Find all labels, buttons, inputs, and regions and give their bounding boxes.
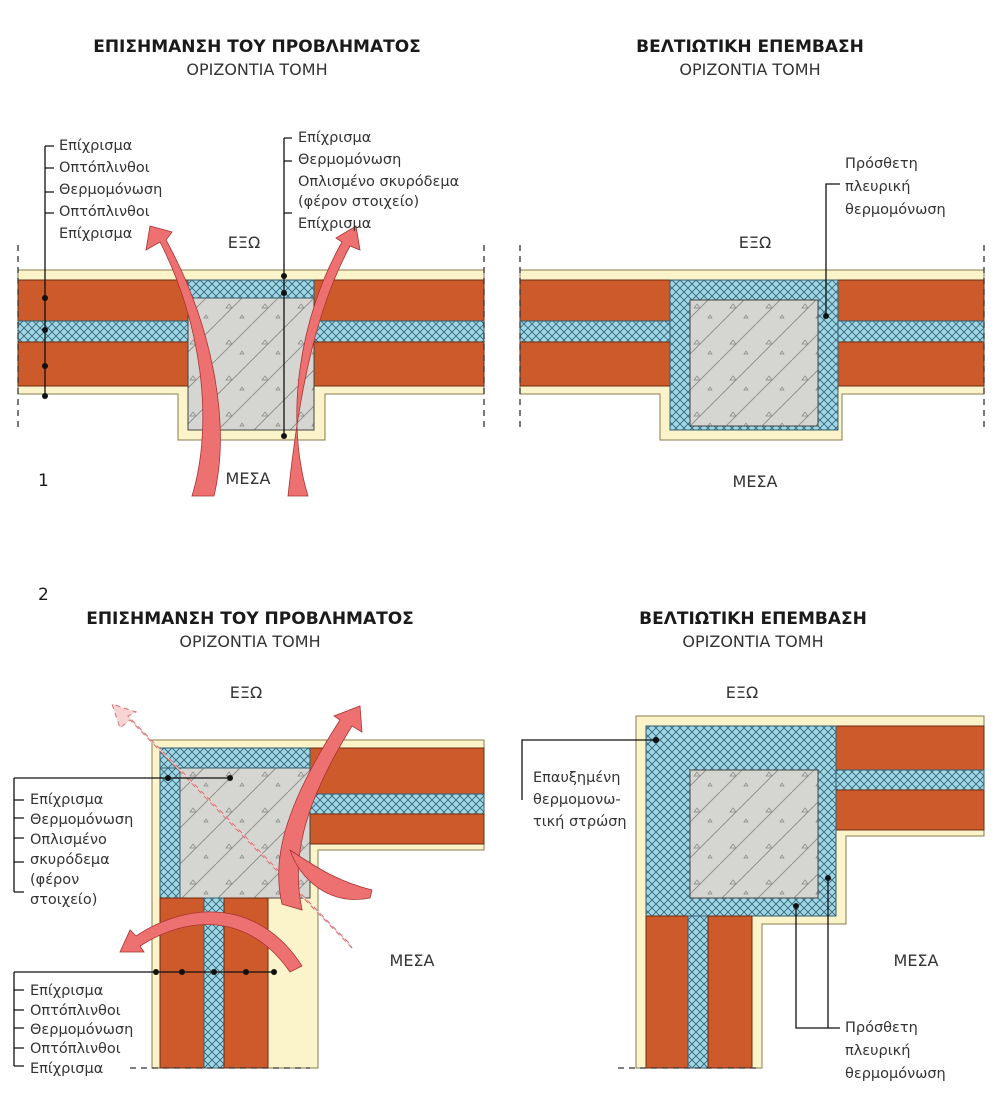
label-concrete: Οπλισμένο σκυρόδεμα [298, 174, 459, 190]
label-insulation: Θερμομόνωση [59, 182, 162, 198]
column-layer-labels: Επίχρισμα Θερμομόνωση Οπλισμένο σκυρόδεμ… [30, 792, 133, 908]
heat-flow-arrow [145, 225, 361, 497]
label-plaster: Επίχρισμα [59, 138, 132, 154]
svg-text:Επίχρισμα: Επίχρισμα [30, 792, 103, 808]
panel-subtitle: ΟΡΙΖΟΝΤΙΑ ΤΟΜΗ [179, 632, 320, 651]
svg-text:Οπλισμένο: Οπλισμένο [30, 832, 107, 848]
svg-text:θερμομόνωση: θερμομόνωση [845, 202, 946, 218]
increased-layer-label: Επαυξημένη θερμομονω- τική στρώση [533, 770, 627, 830]
outside-label: ΕΞΩ [726, 683, 758, 702]
figure-number: 2 [38, 585, 49, 605]
wall-layer-labels: Επίχρισμα Οπτόπλινθοι Θερμομόνωση Οπτόπλ… [30, 983, 133, 1077]
label-plaster: Επίχρισμα [298, 216, 371, 232]
panel-subtitle: ΟΡΙΖΟΝΤΙΑ ΤΟΜΗ [679, 60, 820, 79]
label-plaster: Επίχρισμα [298, 130, 371, 146]
svg-text:Πρόσθετη: Πρόσθετη [845, 156, 918, 172]
outside-label: ΕΞΩ [739, 233, 771, 252]
svg-text:σκυρόδεμα: σκυρόδεμα [30, 852, 110, 868]
svg-text:πλευρική: πλευρική [845, 179, 910, 195]
svg-text:Οπτόπλινθοι: Οπτόπλινθοι [30, 1003, 121, 1019]
inside-label: ΜΕΣΑ [894, 951, 939, 970]
svg-text:(φέρον: (φέρον [30, 872, 79, 888]
column-layer-labels: Επίχρισμα Θερμομόνωση Οπλισμένο σκυρόδεμ… [298, 130, 459, 232]
inside-label: ΜΕΣΑ [226, 469, 271, 488]
svg-text:στοιχείο): στοιχείο) [30, 892, 97, 908]
svg-text:τική στρώση: τική στρώση [533, 814, 627, 830]
svg-text:πλευρική: πλευρική [845, 1043, 910, 1059]
panel-title: ΕΠΙΣΗΜΑΝΣΗ ΤΟΥ ΠΡΟΒΛΗΜΑΤΟΣ [86, 609, 414, 629]
svg-text:Επίχρισμα: Επίχρισμα [30, 983, 103, 999]
inside-label: ΜΕΣΑ [390, 951, 435, 970]
inside-label: ΜΕΣΑ [733, 472, 778, 491]
wall-section [17, 245, 485, 441]
panel-title: ΒΕΛΤΙΩΤΙΚΗ ΕΠΕΜΒΑΣΗ [636, 37, 864, 57]
outside-label: ΕΞΩ [228, 233, 260, 252]
panel-subtitle: ΟΡΙΖΟΝΤΙΑ ΤΟΜΗ [186, 60, 327, 79]
label-insulation: Θερμομόνωση [298, 152, 401, 168]
panel-2-problem: 2 ΕΠΙΣΗΜΑΝΣΗ ΤΟΥ ΠΡΟΒΛΗΜΑΤΟΣ ΟΡΙΖΟΝΤΙΑ Τ… [13, 585, 485, 1077]
panel-1-solution: ΒΕΛΤΙΩΤΙΚΗ ΕΠΕΜΒΑΣΗ ΟΡΙΖΟΝΤΙΑ ΤΟΜΗ Πρόσθ… [519, 37, 985, 491]
svg-text:Επίχρισμα: Επίχρισμα [30, 1061, 103, 1077]
svg-text:θερμομονω-: θερμομονω- [533, 792, 621, 808]
corner-section [130, 739, 485, 1069]
side-insulation-label: Πρόσθετη πλευρική θερμομόνωση [845, 156, 946, 218]
figure-number: 1 [38, 471, 49, 491]
side-insulation-label: Πρόσθετη πλευρική θερμομόνωση [845, 1020, 946, 1082]
outside-label: ΕΞΩ [230, 683, 262, 702]
label-bricks: Οπτόπλινθοι [59, 160, 150, 176]
wall-layer-labels: Επίχρισμα Οπτόπλινθοι Θερμομόνωση Οπτόπλ… [59, 138, 162, 242]
svg-text:Θερμομόνωση: Θερμομόνωση [30, 812, 133, 828]
svg-text:θερμομόνωση: θερμομόνωση [845, 1066, 946, 1082]
corner-section [618, 715, 985, 1069]
panel-subtitle: ΟΡΙΖΟΝΤΙΑ ΤΟΜΗ [682, 632, 823, 651]
svg-text:Πρόσθετη: Πρόσθετη [845, 1020, 918, 1036]
label-bricks: Οπτόπλινθοι [59, 204, 150, 220]
svg-text:Θερμομόνωση: Θερμομόνωση [30, 1022, 133, 1038]
label-plaster: Επίχρισμα [59, 226, 132, 242]
svg-text:Οπτόπλινθοι: Οπτόπλινθοι [30, 1041, 121, 1057]
svg-text:Επαυξημένη: Επαυξημένη [533, 770, 620, 786]
panel-title: ΒΕΛΤΙΩΤΙΚΗ ΕΠΕΜΒΑΣΗ [639, 609, 867, 629]
panel-1-problem: ΕΠΙΣΗΜΑΝΣΗ ΤΟΥ ΠΡΟΒΛΗΜΑΤΟΣ ΟΡΙΖΟΝΤΙΑ ΤΟΜ… [17, 37, 485, 497]
label-load-bearing: (φέρον στοιχείο) [298, 194, 419, 210]
heat-flow-arrow [111, 703, 373, 973]
wall-section [519, 245, 985, 441]
panel-2-solution: ΒΕΛΤΙΩΤΙΚΗ ΕΠΕΜΒΑΣΗ ΟΡΙΖΟΝΤΙΑ ΤΟΜΗ Επαυξ… [521, 609, 985, 1082]
panel-title: ΕΠΙΣΗΜΑΝΣΗ ΤΟΥ ΠΡΟΒΛΗΜΑΤΟΣ [93, 37, 421, 57]
